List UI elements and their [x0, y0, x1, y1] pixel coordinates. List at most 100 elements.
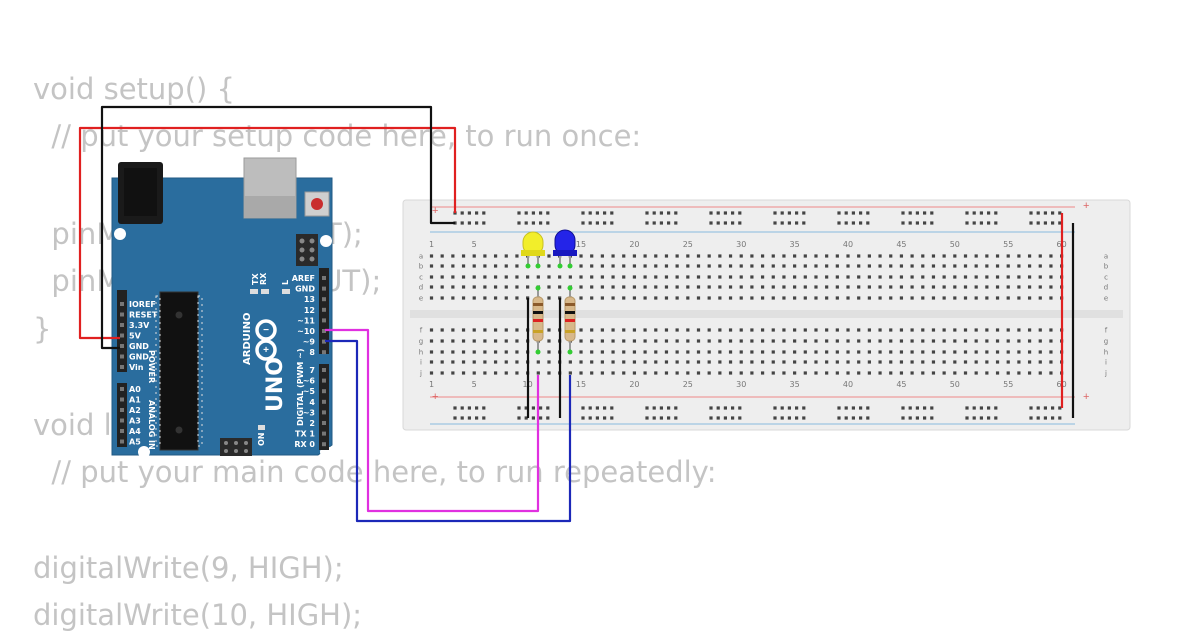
row-label: j	[419, 370, 422, 378]
row-label: d	[1104, 284, 1108, 292]
code-line: }	[33, 312, 52, 346]
digital-header-lower	[319, 364, 329, 450]
rail-plus-label-tl: +	[432, 205, 438, 217]
tx-label: TX	[251, 273, 260, 285]
analog-pin-label: A1	[129, 396, 141, 405]
column-number: 55	[1003, 240, 1013, 249]
code-line: digitalWrite(10, HIGH);	[33, 598, 363, 632]
digital-pin-label: TX 1	[295, 430, 315, 439]
svg-text:+: +	[263, 345, 269, 356]
arduino-logo: − +	[255, 319, 277, 361]
digital-pin-label: ~11	[297, 316, 315, 325]
dc-jack-inner	[124, 168, 157, 216]
usb-port-lower	[244, 196, 296, 218]
icsp-header	[296, 234, 318, 266]
wire-pin9-blue[interactable]	[325, 339, 572, 523]
column-number: 15	[576, 380, 586, 389]
wire-5v-red[interactable]	[78, 126, 457, 340]
on-label: ON	[257, 433, 266, 447]
column-number: 20	[629, 240, 639, 249]
breadboard-holes	[429, 211, 1064, 420]
column-number: 5	[472, 240, 477, 249]
digital-pin-label: 2	[309, 419, 315, 428]
row-label: b	[1104, 263, 1109, 271]
analog-pin-label: A4	[129, 427, 141, 436]
digital-pin-label: 13	[304, 295, 315, 304]
row-label: c	[419, 274, 423, 282]
row-label: b	[419, 263, 424, 271]
resistor-left[interactable]	[532, 285, 544, 355]
digital-pin-label: 8	[309, 348, 315, 357]
column-number: 20	[629, 380, 639, 389]
led-yellow-rim	[521, 250, 545, 256]
led-yellow[interactable]	[521, 231, 545, 269]
svg-text:−: −	[263, 325, 269, 336]
wire-gnd-black[interactable]	[100, 105, 455, 350]
tx-led	[250, 289, 258, 294]
analog-pin-label: A5	[129, 438, 141, 447]
center-groove	[410, 310, 1123, 318]
analog-pin-label: A3	[129, 417, 141, 426]
column-number: 25	[683, 380, 693, 389]
arduino-brand: ARDUINO	[242, 313, 253, 365]
code-line: void setup() {	[33, 72, 235, 106]
code-line: // put your main code here, to run repea…	[33, 455, 717, 489]
power-header	[117, 290, 127, 372]
row-label: g	[1104, 338, 1108, 346]
row-label: e	[1104, 295, 1108, 303]
power-pin-label: RESET	[129, 311, 158, 320]
led-blue[interactable]	[553, 229, 577, 269]
row-label: c	[1104, 274, 1108, 282]
analog-label: ANALOG IN	[147, 400, 156, 450]
row-label: j	[1104, 370, 1107, 378]
column-number: 40	[843, 380, 853, 389]
arduino-model: UNO	[263, 357, 288, 412]
row-label: h	[419, 349, 423, 357]
power-pin-label: 5V	[129, 332, 142, 341]
on-led	[258, 425, 265, 430]
resistor-right[interactable]	[564, 285, 576, 355]
column-number: 50	[950, 380, 960, 389]
column-number: 15	[576, 240, 586, 249]
arduino-uno-board: TX RX L − + ARDUINO UNO DIGITAL (PWM ~) …	[111, 157, 333, 458]
mounting-hole-bl	[138, 446, 150, 458]
row-label: h	[1104, 349, 1108, 357]
digital-pin-label: RX 0	[294, 440, 315, 449]
rail-plus-label-br: +	[1083, 391, 1089, 403]
wire-pin10-magenta[interactable]	[325, 328, 540, 513]
row-label: f	[420, 327, 423, 335]
column-number: 25	[683, 240, 693, 249]
digital-pin-label: ~6	[303, 377, 316, 386]
analog-pin-label: A0	[129, 385, 141, 394]
rail-plus-label-tr: +	[1083, 200, 1089, 212]
column-number: 1	[429, 380, 434, 389]
digital-pin-label: 12	[304, 306, 315, 315]
rail-plus-label-bl: +	[432, 391, 438, 403]
rx-led	[261, 289, 269, 294]
mounting-hole-tl	[114, 228, 126, 240]
column-number: 35	[790, 240, 800, 249]
column-number: 50	[950, 240, 960, 249]
digital-pin-label: ~5	[303, 387, 316, 396]
column-number: 35	[790, 380, 800, 389]
row-label: d	[419, 284, 423, 292]
column-number: 45	[896, 380, 906, 389]
led-blue-rim	[553, 250, 577, 256]
row-label: g	[419, 338, 423, 346]
reset-button-cap[interactable]	[311, 198, 323, 210]
small-header-bottom	[220, 438, 252, 456]
power-pin-label: IOREF	[129, 300, 156, 309]
row-label: e	[419, 295, 423, 303]
power-pin-label: GND	[129, 342, 149, 351]
code-line: digitalWrite(9, HIGH);	[33, 551, 344, 585]
rx-label: RX	[259, 272, 268, 285]
digital-pin-label: GND	[295, 285, 315, 294]
digital-pin-label: AREF	[292, 274, 315, 283]
row-label: i	[1105, 359, 1107, 367]
